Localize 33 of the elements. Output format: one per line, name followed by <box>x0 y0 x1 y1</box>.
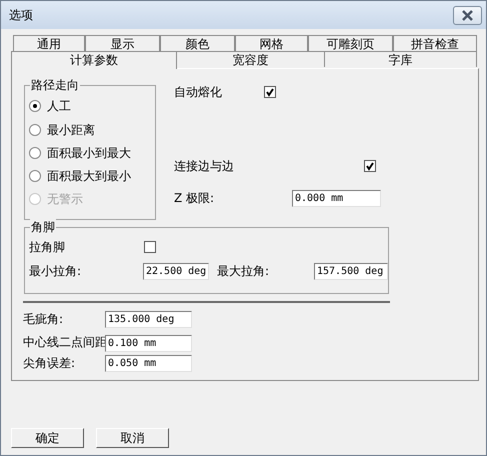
tab: 通用 <box>13 35 85 51</box>
option-label: 最小距离 <box>47 122 95 139</box>
field-label: 连接边与边 <box>174 158 234 175</box>
window-title: 选项 <box>9 7 33 24</box>
tab: 可雕刻页 <box>308 35 393 51</box>
field-label: 自动熔化 <box>174 84 222 101</box>
option-label: 面积最大到最小 <box>47 168 131 185</box>
input-field: 157.500 deg <box>314 263 388 280</box>
field-label: Z 极限: <box>174 190 214 207</box>
input-field: 0.100 mm <box>105 335 192 352</box>
option-label: 面积最小到最大 <box>47 145 131 162</box>
tab: 显示 <box>85 35 160 51</box>
input-field: 135.000 deg <box>105 311 192 328</box>
group-title: 角脚 <box>30 219 56 236</box>
active-tab: 计算参数 <box>11 51 177 69</box>
input-field: 0.000 mm <box>292 190 381 207</box>
option-label: 人工 <box>47 98 71 115</box>
input-field: 22.500 deg <box>143 263 209 280</box>
group-title: 路径走向 <box>30 77 80 94</box>
tab: 宽容度 <box>176 51 325 67</box>
button: 确定 <box>11 428 84 448</box>
tab: 拼音检查 <box>393 35 477 51</box>
tab: 字库 <box>324 51 477 67</box>
option-label: 无警示 <box>47 191 83 208</box>
tab: 颜色 <box>160 35 235 51</box>
field-label: 拉角脚 <box>29 239 65 256</box>
button: 取消 <box>96 428 169 448</box>
field-label: 毛疵角: <box>23 311 64 328</box>
input-field: 0.050 mm <box>105 355 192 372</box>
field-label: 最大拉角: <box>217 263 270 280</box>
tab: 网格 <box>235 35 308 51</box>
field-label: 最小拉角: <box>29 263 82 280</box>
field-label: 尖角误差: <box>23 355 76 372</box>
